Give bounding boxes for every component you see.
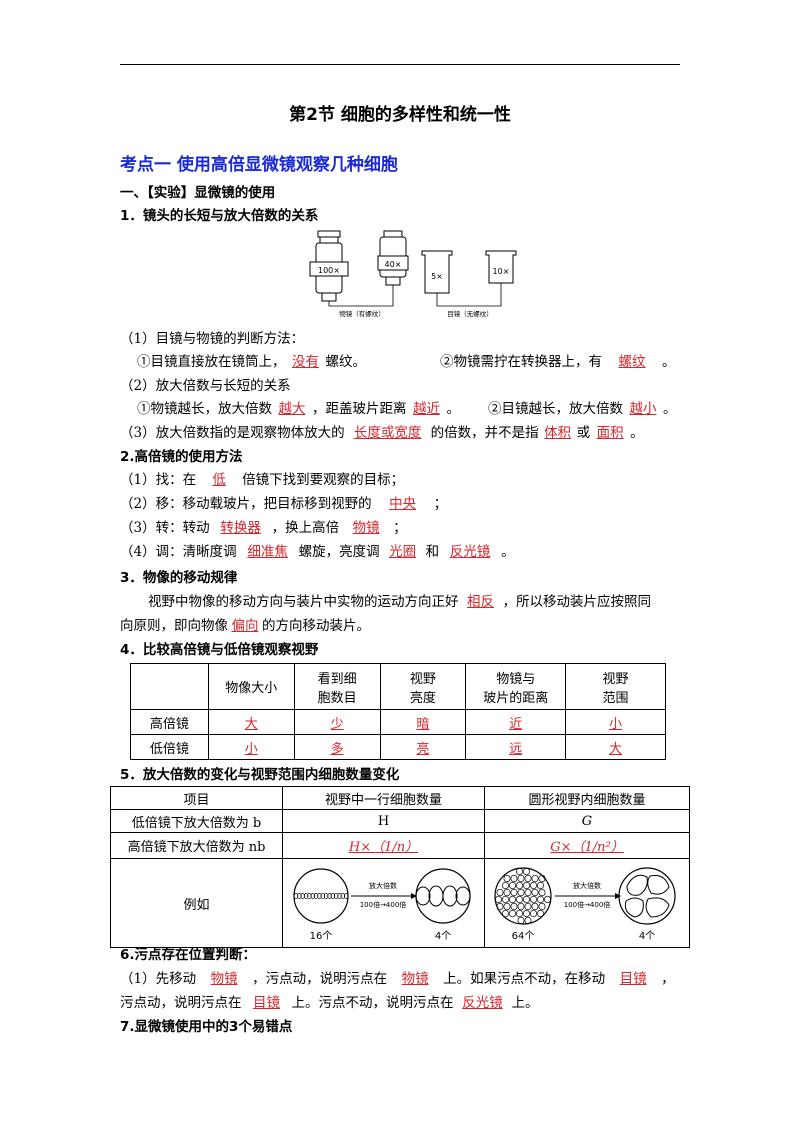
t4-cell-value: 暗 bbox=[416, 716, 430, 732]
s2-l2: （2）移：移动载玻片，把目标移到视野的中央； bbox=[120, 496, 448, 512]
s1-q3: （3）放大倍数指的是观察物体放大的长度或宽度的倍数，并不是指体积或面积。 bbox=[120, 425, 644, 441]
t4-cell-value: 小 bbox=[609, 716, 623, 732]
t4-cell-value: 大 bbox=[244, 716, 258, 732]
t4-cell: 小 bbox=[207, 734, 295, 760]
eyepiece-lens-5x bbox=[421, 250, 453, 294]
objective-lens-40x bbox=[377, 230, 409, 286]
t4-header-cell: 物镜与玻片的距离 bbox=[465, 663, 567, 710]
s3-p1: 视野中物像的移动方向与装片中实物的运动方向正好相反，所以移动装片应按照同 bbox=[148, 594, 651, 610]
lens1-label: 100× bbox=[318, 266, 340, 275]
t4-cell-value: 少 bbox=[330, 716, 344, 732]
t5-header-row: 视野中一行细胞数量 bbox=[282, 786, 485, 810]
t4-cell: 少 bbox=[293, 709, 381, 735]
t4-header-cell: 视野范围 bbox=[565, 663, 666, 710]
t4-cell-value: 大 bbox=[609, 741, 623, 757]
ex-b-right-count: 4个 bbox=[639, 930, 655, 942]
header-rule bbox=[120, 64, 680, 65]
t5-high-circle: G×（1/n²） bbox=[550, 840, 624, 855]
s3-heading: 3．物像的移动规律 bbox=[120, 570, 238, 586]
s6-p2: 污点动，说明污点在目镜上。污点不动，说明污点在反光镜上。 bbox=[120, 995, 539, 1011]
s1-q1: （1）目镜与物镜的判断方法： bbox=[120, 331, 305, 347]
t5-header-circle: 圆形视野内细胞数量 bbox=[483, 786, 691, 810]
page-title: 第2节 细胞的多样性和统一性 bbox=[289, 105, 511, 125]
t4-cell: 暗 bbox=[379, 709, 467, 735]
part-heading: 一、【实验】显微镜的使用 bbox=[120, 185, 276, 201]
eyepiece-lens-10x bbox=[485, 250, 517, 284]
ex-b-arrow-top: 放大倍数 bbox=[573, 881, 601, 890]
s6-heading: 6.污点存在位置判断： bbox=[120, 947, 257, 963]
s1-q2a: ①物镜越长，放大倍数越大，距盖玻片距离越近。 bbox=[137, 401, 460, 417]
section-heading: 考点一 使用高倍显微镜观察几种细胞 bbox=[120, 155, 398, 175]
s1-q1b: ②物镜需拧在转换器上，有螺纹。 bbox=[440, 354, 676, 370]
s1-q2: （2）放大倍数与长短的关系 bbox=[120, 378, 291, 394]
s4-heading: 4．比较高倍镜与低倍镜观察视野 bbox=[120, 642, 319, 658]
t4-cell-value: 小 bbox=[244, 741, 258, 757]
t4-cell: 远 bbox=[465, 734, 567, 760]
s6-p1: （1）先移动物镜，污点动，说明污点在物镜上。如果污点不动，在移动目镜， bbox=[120, 971, 675, 987]
s2-l3: （3）转：转动转换器，换上高倍物镜； bbox=[120, 520, 407, 536]
s2-l4: （4）调：清晰度调细准焦螺旋，亮度调光圈和反光镜。 bbox=[120, 544, 515, 560]
t5-high-row: H×（1/n） bbox=[348, 840, 419, 855]
ex-a-arrow-bottom: 100倍→400倍 bbox=[360, 900, 407, 909]
s2-l1: （1）找：在低倍镜下找到要观察的目标； bbox=[120, 472, 405, 488]
t4-cell: 小 bbox=[565, 709, 666, 735]
example-circle-diagram: 放大倍数 100倍→400倍 64个 4个 bbox=[494, 867, 676, 942]
t5-low-label: 低倍镜下放大倍数为 b bbox=[110, 809, 283, 833]
t4-cell: 大 bbox=[207, 709, 295, 735]
ex-b-left-count: 64个 bbox=[512, 930, 535, 942]
t5-example-label: 例如 bbox=[110, 858, 283, 948]
ex-a-left-count: 16个 bbox=[310, 930, 333, 942]
compare-table: 物像大小看到细胞数目视野亮度物镜与玻片的距离视野范围高倍镜大少暗近小低倍镜小多亮… bbox=[130, 663, 666, 760]
ex-a-arrow-top: 放大倍数 bbox=[369, 881, 397, 890]
ex-a-right-count: 4个 bbox=[435, 930, 451, 942]
t4-cell: 近 bbox=[465, 709, 567, 735]
example-row-diagram: 放大倍数 100倍→400倍 16个 4个 bbox=[293, 868, 472, 942]
table-row: 高倍镜 大 少 暗 近 小 bbox=[130, 709, 666, 735]
s3-p2: 向原则，即向物像偏向的方向移动装片。 bbox=[120, 618, 370, 634]
t4-row-label: 低倍镜 bbox=[130, 734, 209, 760]
t4-header-cell: 物像大小 bbox=[207, 663, 295, 710]
s2-heading: 2.高倍镜的使用方法 bbox=[120, 449, 243, 465]
magnification-table: 项目 视野中一行细胞数量 圆形视野内细胞数量 低倍镜下放大倍数为 b H G 高… bbox=[110, 786, 691, 948]
t4-cell-value: 亮 bbox=[416, 741, 430, 757]
t5-header-item: 项目 bbox=[110, 786, 283, 810]
t4-row-label: 高倍镜 bbox=[130, 709, 209, 735]
t5-high-label: 高倍镜下放大倍数为 nb bbox=[110, 832, 283, 859]
table-row: 低倍镜 小 多 亮 远 大 bbox=[130, 734, 666, 760]
objective-caption: 物镜（有螺纹） bbox=[339, 309, 385, 318]
t4-header-cell: 视野亮度 bbox=[379, 663, 467, 710]
t5-low-circle: G bbox=[483, 809, 691, 833]
s1-q1a: ①目镜直接放在镜筒上，没有螺纹。 bbox=[137, 354, 366, 370]
t4-header-cell: 看到细胞数目 bbox=[293, 663, 381, 710]
s5-heading: 5．放大倍数的变化与视野范围内细胞数量变化 bbox=[120, 767, 400, 783]
s7-heading: 7.显微镜使用中的3个易错点 bbox=[120, 1019, 293, 1035]
lens4-label: 10× bbox=[493, 267, 510, 276]
t4-cell-value: 近 bbox=[509, 716, 523, 732]
s1-heading: 1．镜头的长短与放大倍数的关系 bbox=[120, 208, 319, 224]
t4-cell-value: 远 bbox=[509, 741, 523, 757]
ex-b-arrow-bottom: 100倍→400倍 bbox=[564, 900, 611, 909]
t4-cell: 亮 bbox=[379, 734, 467, 760]
s1-q2b: ②目镜越长，放大倍数越小。 bbox=[488, 401, 677, 417]
lens-figure: 100× 40× 5× 10× 物镜（有螺纹） 目镜（无螺纹） bbox=[309, 230, 517, 318]
t4-cell: 多 bbox=[293, 734, 381, 760]
t4-cell-value: 多 bbox=[330, 741, 344, 757]
t5-low-row: H bbox=[282, 809, 485, 833]
lens2-label: 40× bbox=[385, 260, 402, 269]
t4-header-cell bbox=[130, 663, 209, 710]
lens3-label: 5× bbox=[431, 272, 443, 281]
t4-cell: 大 bbox=[565, 734, 666, 760]
eyepiece-caption: 目镜（无螺纹） bbox=[447, 309, 493, 318]
